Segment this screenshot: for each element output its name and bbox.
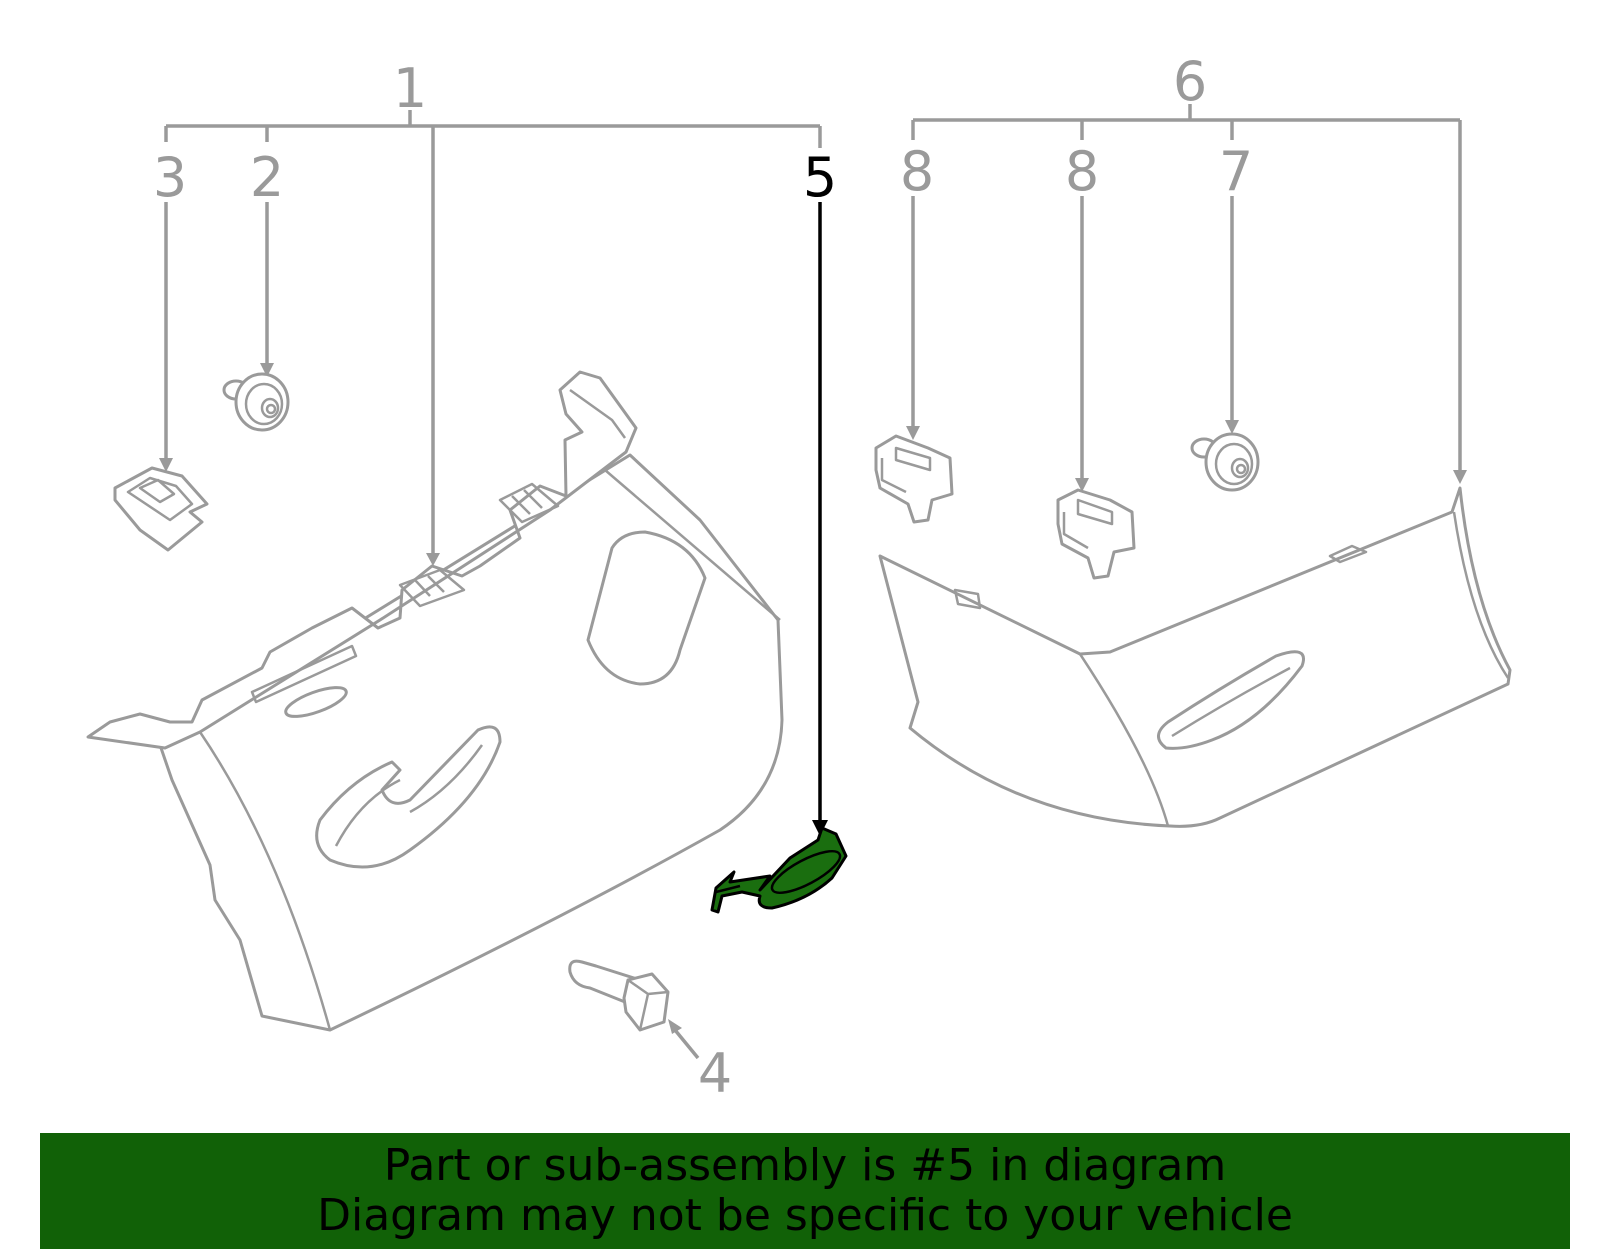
parts-diagram: 1 3 2 5 4 6 8 8 7: [86, 50, 1512, 1105]
leader-group-1: [159, 110, 822, 566]
part-2-retainer: [222, 372, 290, 432]
callout-7: 7: [1219, 140, 1253, 203]
callout-2: 2: [250, 146, 284, 209]
leader-group-6: [906, 104, 1467, 492]
part-7-retainer: [1190, 432, 1260, 492]
part-8a-clip: [874, 434, 954, 524]
callout-1: 1: [393, 57, 427, 120]
part-6-right-panel: [878, 486, 1512, 828]
part-4-bolt: [568, 959, 670, 1032]
callout-6: 6: [1173, 50, 1207, 113]
info-banner: Part or sub-assembly is #5 in diagram Di…: [40, 1133, 1570, 1249]
callout-5: 5: [803, 146, 837, 209]
callout-3: 3: [153, 146, 187, 209]
part-3-clip: [113, 466, 209, 552]
banner-line-2: Diagram may not be specific to your vehi…: [317, 1190, 1293, 1241]
callout-4: 4: [698, 1042, 732, 1105]
part-8b-clip: [1056, 488, 1136, 580]
part-1-left-panel: [86, 370, 784, 1032]
callout-8b: 8: [1065, 140, 1099, 203]
banner-line-1: Part or sub-assembly is #5 in diagram: [383, 1140, 1227, 1191]
part-5-highlighted: [710, 826, 848, 914]
leader-part-5: [812, 202, 828, 836]
callout-8a: 8: [900, 140, 934, 203]
leader-part-4: [668, 1019, 700, 1060]
